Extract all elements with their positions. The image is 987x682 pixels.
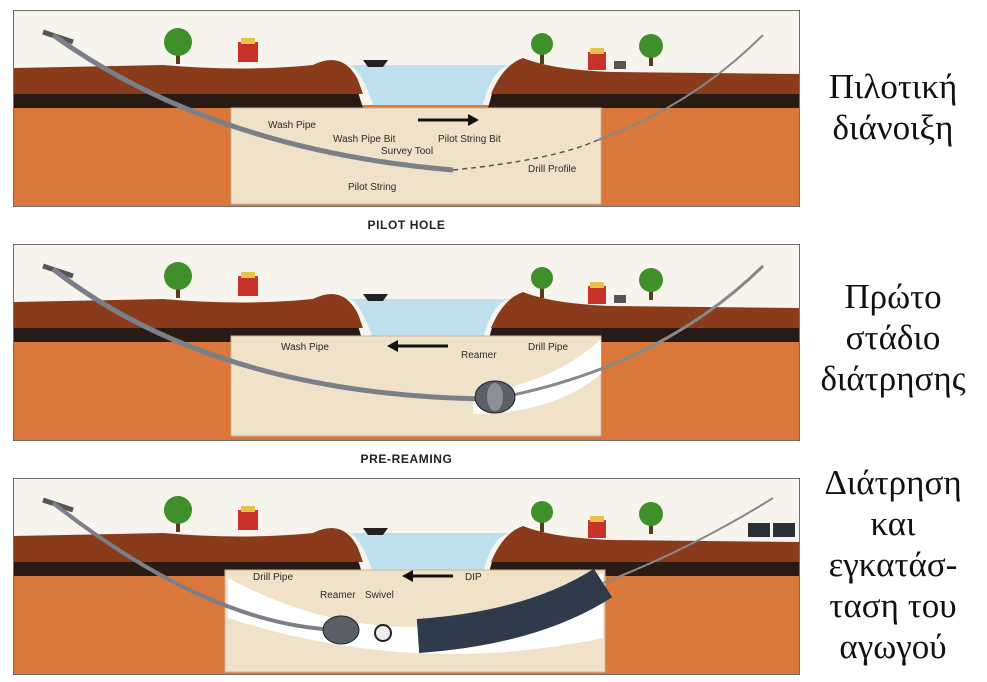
pre-reaming-panel: Wash Pipe Reamer Drill Pipe xyxy=(13,244,800,441)
greek-line: διάτρησης xyxy=(803,358,983,399)
greek-caption-pilot: Πιλοτική διάνοιξη xyxy=(803,66,983,148)
label-dip: DIP xyxy=(465,572,482,583)
truck-icon xyxy=(238,272,258,296)
greek-line: διάνοιξη xyxy=(803,107,983,148)
pullback-diagram: Drill Pipe Reamer Swivel DIP xyxy=(13,478,800,675)
pilot-hole-diagram: Wash Pipe Wash Pipe Bit Pilot String Bit… xyxy=(13,10,800,207)
truck-icon xyxy=(588,516,606,538)
greek-line: ταση του xyxy=(803,585,983,626)
car-icon xyxy=(614,61,626,69)
greek-line: Πιλοτική xyxy=(803,66,983,107)
pre-reaming-diagram: Wash Pipe Reamer Drill Pipe xyxy=(13,244,800,441)
label-reamer: Reamer xyxy=(320,590,356,601)
truck-icon xyxy=(238,506,258,530)
truck-icon xyxy=(238,38,258,62)
label-drill-pipe: Drill Pipe xyxy=(528,342,568,353)
label-pilot-string-bit: Pilot String Bit xyxy=(438,134,501,145)
swivel-icon xyxy=(375,625,391,641)
greek-line: Πρώτο xyxy=(803,276,983,317)
greek-caption-pullback: Διάτρηση και εγκατάσ- ταση του αγωγού xyxy=(803,462,983,667)
greek-line: στάδιο xyxy=(803,317,983,358)
label-wash-pipe: Wash Pipe xyxy=(268,120,316,131)
truck-icon xyxy=(588,48,606,70)
greek-line: και xyxy=(803,503,983,544)
pullback-panel: Drill Pipe Reamer Swivel DIP xyxy=(13,478,800,675)
reamer-icon xyxy=(475,381,515,413)
caption-pilot-hole: PILOT HOLE xyxy=(13,218,800,232)
pilot-hole-panel: Wash Pipe Wash Pipe Bit Pilot String Bit… xyxy=(13,10,800,207)
truck-icon xyxy=(588,282,606,304)
label-survey-tool: Survey Tool xyxy=(381,146,433,157)
label-drill-pipe: Drill Pipe xyxy=(253,572,293,583)
greek-caption-reaming: Πρώτο στάδιο διάτρησης xyxy=(803,276,983,399)
reamer-icon xyxy=(323,616,359,644)
greek-line: Διάτρηση xyxy=(803,462,983,503)
label-pilot-string: Pilot String xyxy=(348,182,396,193)
label-wash-pipe: Wash Pipe xyxy=(281,342,329,353)
label-swivel: Swivel xyxy=(365,590,394,601)
car-icon xyxy=(614,295,626,303)
label-reamer: Reamer xyxy=(461,350,497,361)
label-wash-pipe-bit: Wash Pipe Bit xyxy=(333,134,396,145)
greek-line: αγωγού xyxy=(803,626,983,667)
greek-line: εγκατάσ- xyxy=(803,544,983,585)
label-drill-profile: Drill Profile xyxy=(528,164,577,175)
caption-pre-reaming: PRE-REAMING xyxy=(13,452,800,466)
